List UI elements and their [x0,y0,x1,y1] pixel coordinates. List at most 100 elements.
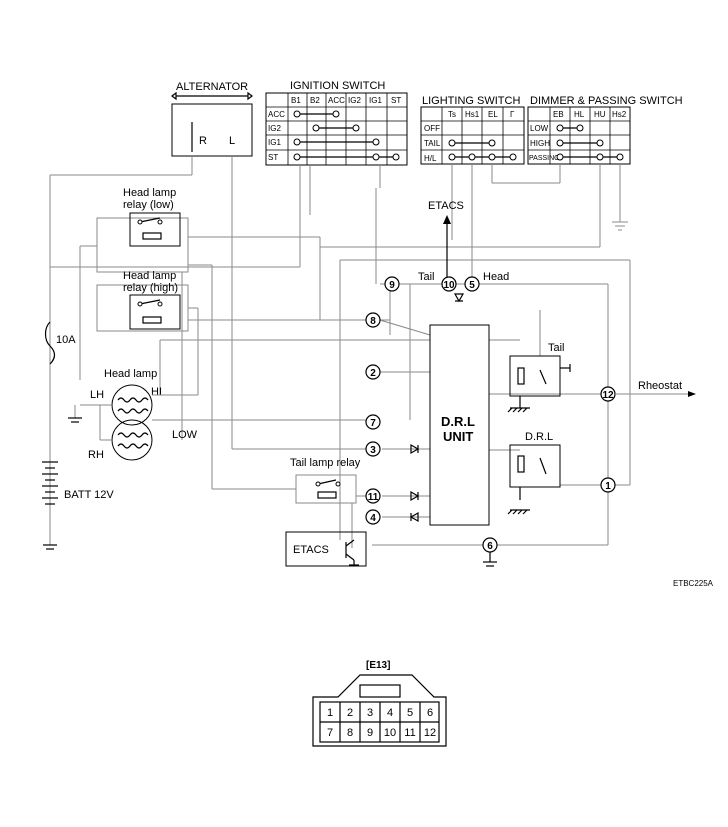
conn-pin-2: 2 [347,707,353,719]
rheostat: Rheostat [615,380,696,397]
wiring [49,156,640,548]
alternator-bracket [171,91,253,101]
dim-col-hl: HL [574,110,585,119]
alternator-terminal-r: R [199,135,207,147]
drl-relay: D.R.L [507,431,561,515]
ign-row-st: ST [268,153,278,162]
conn-pin-11: 11 [404,727,415,739]
head-lamp-lh-icon [111,384,153,426]
connector-outline [312,674,447,747]
rheostat-label: Rheostat [638,380,682,392]
tail-relay-label: Tail [548,342,565,354]
pin-2: 2 [370,368,376,379]
tail-relay: Tail [507,342,571,413]
ign-col-st: ST [391,96,401,105]
etacs-top-label: ETACS [428,200,464,212]
light-row-off: OFF [424,124,440,133]
pin-9: 9 [389,280,395,291]
drl-unit-box [429,324,490,526]
head-lamp-lh: LH [90,389,104,401]
head-lamp-relay-high: Head lamp relay (high) [123,270,181,330]
conn-pin-12: 12 [424,727,436,739]
tail-relay-box [509,355,561,397]
connector-title: [E13] [366,660,390,671]
relay-high-label-1: Head lamp [123,270,176,282]
pin-6: 6 [487,541,493,552]
fuse-label: 10A [56,334,76,346]
conn-pin-8: 8 [347,727,353,739]
pin-5: 5 [469,280,475,291]
relay-low-box [129,212,181,247]
ign-row-ig2: IG2 [268,124,281,133]
alternator-title: ALTERNATOR [176,81,248,93]
conn-pin-6: 6 [427,707,433,719]
conn-pin-5: 5 [407,707,413,719]
drl-unit-label-1: D.R.L [441,414,475,429]
alternator-terminal-l: L [229,135,235,147]
light-col-el: EL [488,110,498,119]
light-col-hs1: Hs1 [465,110,480,119]
tail-lamp-relay-label: Tail lamp relay [290,457,361,469]
figure-code: ETBC225A [673,579,714,588]
dimmer-switch-title: DIMMER & PASSING SWITCH [530,95,683,107]
pin-12: 12 [602,390,614,401]
head-lamp-hi: HI [151,386,162,398]
fuse-10a: 10A [44,321,76,365]
pin-11: 11 [368,492,379,503]
conn-pin-7: 7 [327,727,333,739]
lighting-switch-title: LIGHTING SWITCH [422,95,520,107]
battery-label: BATT 12V [64,489,114,501]
ignition-switch: IGNITION SWITCH B1 B2 ACC IG2 IG1 ST ACC… [265,80,408,166]
pin-4: 4 [370,513,376,524]
drl-unit: D.R.L UNIT [409,293,490,526]
relay-low-label-1: Head lamp [123,187,176,199]
light-col-gamma: Γ [510,110,515,119]
dim-col-hu: HU [594,110,606,119]
ignition-switch-title: IGNITION SWITCH [290,80,385,92]
dim-col-hs2: Hs2 [612,110,627,119]
ign-col-ig1: IG1 [369,96,382,105]
alternator-body [171,103,253,157]
pin-1: 1 [605,481,611,492]
conn-pin-10: 10 [384,727,396,739]
light-col-ts: Ts [448,110,456,119]
etacs-box: ETACS [285,531,367,567]
drl-relay-box [509,444,561,488]
light-row-hl: H/L [424,154,437,163]
dim-row-low: LOW [530,124,549,133]
etacs-box-label: ETACS [293,544,329,556]
drl-pins: 9 10 5 8 2 7 3 11 4 6 12 1 [365,276,616,553]
relay-high-box [129,294,181,330]
pin-8: 8 [370,316,376,327]
head-lamp-low: LOW [172,429,198,441]
etacs-arrow-icon [443,215,451,224]
dim-row-high: HIGH [530,139,550,148]
head-lamp-rh-icon [111,419,153,461]
head-pin-label: Head [483,271,509,283]
etacs-top: ETACS [428,200,464,280]
ign-col-acc: ACC [328,96,345,105]
conn-pin-3: 3 [367,707,373,719]
head-lamp-relay-low: Head lamp relay (low) [123,187,181,247]
conn-pin-4: 4 [387,707,393,719]
ign-col-b1: B1 [291,96,301,105]
ignition-switch-table [265,92,408,166]
light-row-tail: TAIL [424,139,441,148]
head-lamps: Head lamp LH HI RH LOW [68,368,198,461]
dim-row-passing: PASSING [529,155,560,162]
pin-10: 10 [443,280,455,291]
ign-row-acc: ACC [268,110,285,119]
conn-pin-1: 1 [327,707,333,719]
head-lamp-rh: RH [88,449,104,461]
dimmer-passing-switch: DIMMER & PASSING SWITCH EB HL HU Hs2 LOW… [527,95,683,165]
ign-col-ig2: IG2 [348,96,361,105]
relay-low-label-2: relay (low) [123,199,174,211]
tail-pin-label: Tail [418,271,435,283]
drl-relay-label: D.R.L [525,431,553,443]
battery: BATT 12V [42,461,114,550]
dim-col-eb: EB [553,110,564,119]
rheostat-arrow-icon [688,391,696,397]
pin-7: 7 [370,418,376,429]
conn-pin-9: 9 [367,727,373,739]
tail-lamp-relay: Tail lamp relay [290,457,361,499]
